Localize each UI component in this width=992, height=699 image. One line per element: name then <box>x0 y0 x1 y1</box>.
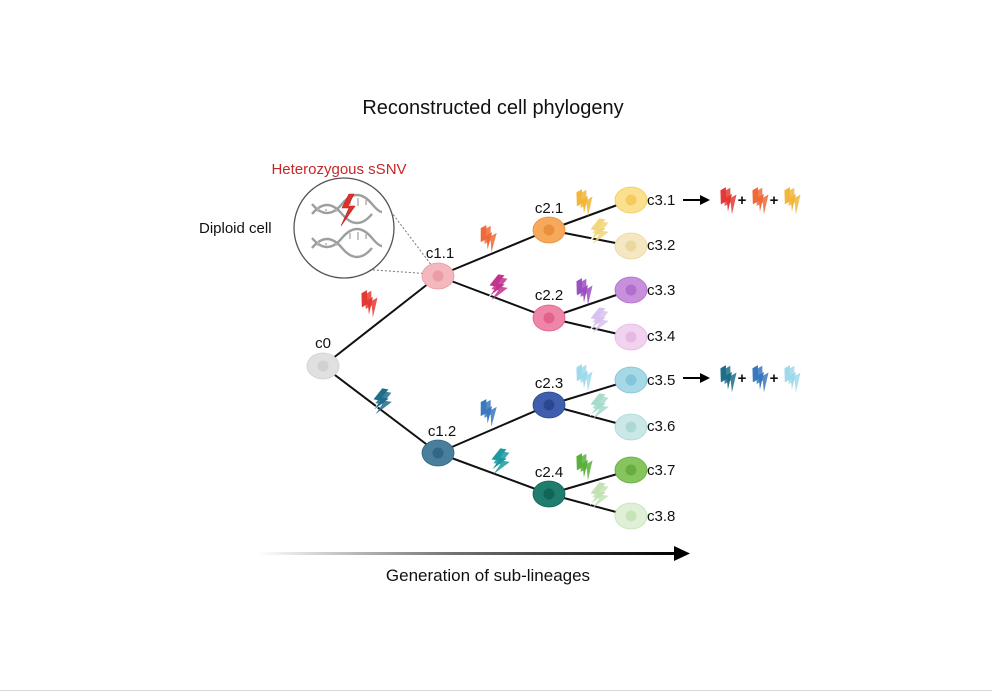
mutation-bolt-icon <box>589 481 609 509</box>
mutation-bolt-icon <box>360 289 378 318</box>
cell-c23: c2.3 <box>532 375 566 419</box>
branch-c11-c22 <box>437 275 550 319</box>
diagram-title: Reconstructed cell phylogeny <box>362 97 623 119</box>
cell-nucleus <box>543 312 555 324</box>
generation-axis: Generation of sub-lineages <box>258 546 690 585</box>
cell-nucleus <box>625 284 637 296</box>
cell-c35: c3.5 <box>614 366 675 394</box>
mutation-bolts <box>360 188 609 509</box>
zoom-line-lower <box>344 267 433 275</box>
cell-c36: c3.6 <box>614 413 675 441</box>
mutation-bolt-icon <box>751 364 769 393</box>
mutation-bolt-icon <box>589 392 609 420</box>
cell-label-c23: c2.3 <box>535 375 563 392</box>
cell-label-c36: c3.6 <box>647 418 675 435</box>
cell-label-c32: c3.2 <box>647 237 675 254</box>
cell-c21: c2.1 <box>532 200 566 244</box>
diploid-cell-zoom <box>293 177 395 279</box>
dna-helix-icon <box>311 193 383 259</box>
cell-nucleus <box>625 194 637 206</box>
zoom-lines <box>344 204 433 275</box>
cell-c12: c1.2 <box>421 423 456 467</box>
branch-c0-c11 <box>322 275 439 367</box>
branch-c12-c23 <box>437 404 550 454</box>
mutation-label: Heterozygous sSNV <box>271 161 406 178</box>
cell-nucleus <box>625 421 637 433</box>
diploid-cell-circle <box>293 177 395 279</box>
mutation-bolt-icon <box>575 452 593 481</box>
branch-c12-c24 <box>437 452 550 495</box>
cell-c38: c3.8 <box>614 502 675 530</box>
cell-nucleus <box>543 399 555 411</box>
cell-c0: c0 <box>306 335 340 380</box>
mutation-bolt-icon <box>719 364 737 393</box>
plus-sign: + <box>770 192 779 209</box>
mutation-bolt-icon <box>575 363 593 392</box>
mutation-bolt-icon <box>488 273 508 301</box>
axis-gradient-bar <box>258 552 676 555</box>
cell-nucleus <box>432 270 444 282</box>
mutation-bolt-icon <box>783 186 801 215</box>
arrow-right-icon <box>700 195 710 205</box>
cell-nucleus <box>317 360 329 372</box>
bottom-border <box>0 690 992 691</box>
cell-nucleus <box>625 374 637 386</box>
plus-sign: + <box>770 370 779 387</box>
cell-nucleus <box>625 510 637 522</box>
cell-label-c21: c2.1 <box>535 200 563 217</box>
cell-label-c34: c3.4 <box>647 328 675 345</box>
cell-c32: c3.2 <box>614 232 675 260</box>
mutation-bolt-icon <box>719 186 737 215</box>
cells: c0 c1.1 c1.2 c2.1 c2.2 c2.3 c2.4 c3.1 c3.2 c3.3 c3… <box>306 186 675 530</box>
accumulated-row-1: ++ <box>683 186 801 215</box>
cell-nucleus <box>432 447 444 459</box>
diploid-cell-label: Diploid cell <box>199 220 272 237</box>
mutation-bolt-icon <box>575 188 593 217</box>
cell-label-c12: c1.2 <box>428 423 456 440</box>
branch-c11-c21 <box>437 229 550 277</box>
mutation-bolt-icon <box>490 447 510 475</box>
arrow-right-icon <box>700 373 710 383</box>
mutation-bolt-icon <box>575 277 593 306</box>
cell-label-c35: c3.5 <box>647 372 675 389</box>
cell-c34: c3.4 <box>614 323 675 351</box>
cell-label-c33: c3.3 <box>647 282 675 299</box>
mutation-bolt-icon <box>480 224 497 253</box>
mutation-bolt-icon <box>751 186 769 215</box>
zoom-line-upper <box>385 204 433 267</box>
cell-nucleus <box>543 224 555 236</box>
mutation-bolt-icon <box>589 306 609 334</box>
cell-c24: c2.4 <box>532 464 566 508</box>
cell-c22: c2.2 <box>532 287 566 332</box>
plus-sign: + <box>738 370 747 387</box>
cell-nucleus <box>543 488 555 500</box>
cell-label-c31: c3.1 <box>647 192 675 209</box>
cell-label-c0: c0 <box>315 335 331 352</box>
mutation-bolt-icon <box>480 398 497 427</box>
cell-nucleus <box>625 331 637 343</box>
cell-label-c22: c2.2 <box>535 287 563 304</box>
cell-label-c37: c3.7 <box>647 462 675 479</box>
cell-label-c38: c3.8 <box>647 508 675 525</box>
cell-c33: c3.3 <box>614 276 675 304</box>
cell-label-c24: c2.4 <box>535 464 563 481</box>
heterozygous-snv-bolt-icon <box>340 193 356 227</box>
mutation-bolt-icon <box>372 387 392 415</box>
cell-nucleus <box>625 240 637 252</box>
plus-sign: + <box>738 192 747 209</box>
axis-label: Generation of sub-lineages <box>386 566 590 585</box>
accumulated-mutations: ++++ <box>683 186 801 393</box>
axis-arrowhead-icon <box>674 546 690 561</box>
mutation-bolt-icon <box>589 217 609 245</box>
mutation-bolt-icon <box>783 364 801 393</box>
cell-c11: c1.1 <box>421 245 455 290</box>
cell-nucleus <box>625 464 637 476</box>
accumulated-row-2: ++ <box>683 364 801 393</box>
cell-c31: c3.1 <box>614 186 675 214</box>
cell-c37: c3.7 <box>614 456 675 484</box>
cell-label-c11: c1.1 <box>426 245 454 262</box>
